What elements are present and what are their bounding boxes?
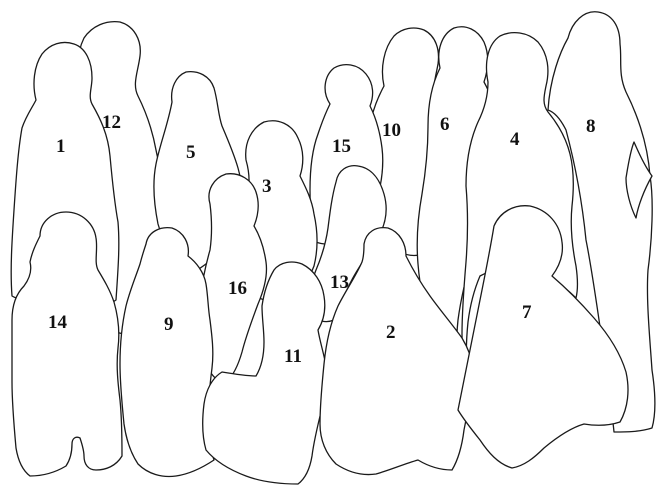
label-16: 16 (228, 278, 247, 299)
label-8: 8 (586, 116, 596, 137)
label-14: 14 (48, 312, 68, 333)
label-4: 4 (510, 129, 520, 150)
label-3: 3 (262, 176, 272, 197)
label-9: 9 (164, 314, 174, 335)
label-13: 13 (330, 272, 349, 293)
label-6: 6 (440, 114, 450, 135)
label-2: 2 (386, 322, 396, 343)
label-7: 7 (522, 302, 532, 323)
label-10: 10 (382, 120, 401, 141)
label-11: 11 (284, 346, 302, 367)
label-1: 1 (56, 136, 66, 157)
label-12: 12 (102, 112, 121, 133)
label-15: 15 (332, 136, 351, 157)
label-5: 5 (186, 142, 196, 163)
